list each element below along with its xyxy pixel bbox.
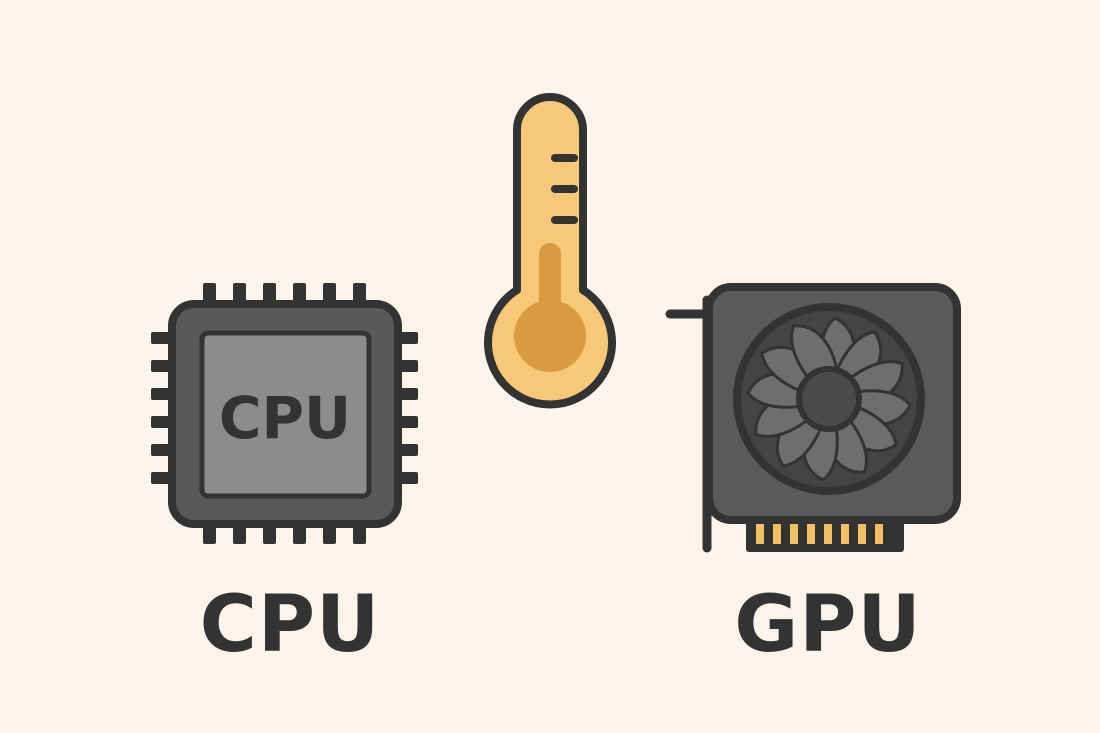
graphics-card-icon: [665, 283, 961, 553]
cpu-chip-text: CPU: [219, 384, 351, 452]
gpu-fan-icon: [733, 303, 925, 495]
cpu-chip-icon: CPU: [151, 283, 418, 544]
cpu-caption: CPU: [199, 580, 381, 670]
gpu-caption: GPU: [734, 580, 922, 670]
thermometer-icon: [484, 93, 616, 409]
thermometer-ticks: [551, 154, 578, 224]
gpu-fan-hub: [796, 366, 862, 432]
thermometer-fluid-bulb: [514, 300, 586, 372]
cpu-chip-die: [199, 330, 372, 499]
